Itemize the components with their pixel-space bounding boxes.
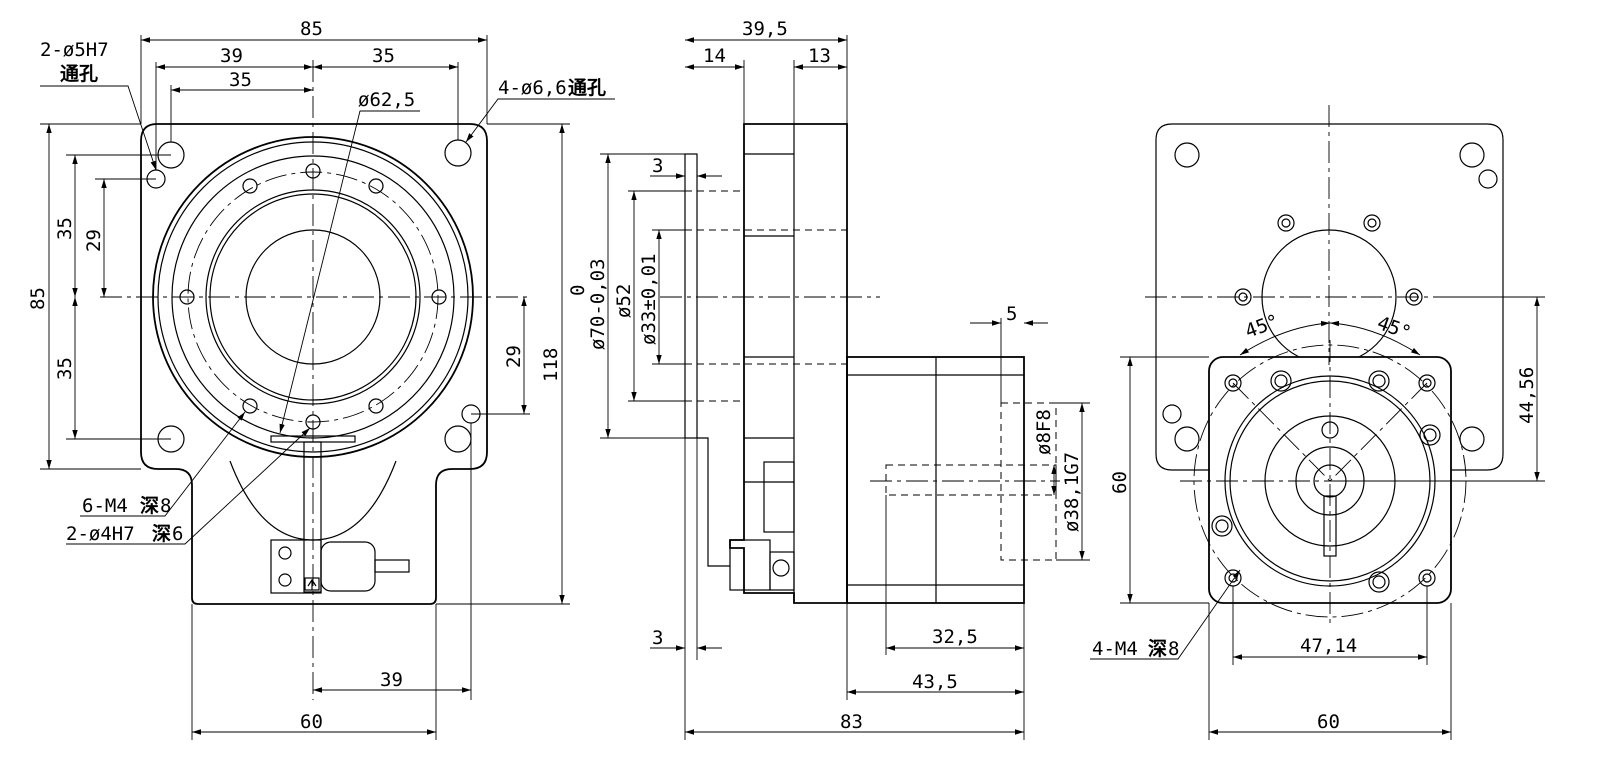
label-through-hole-1: 通孔 bbox=[60, 63, 98, 85]
label-6-m4: 6-M4 bbox=[82, 495, 128, 517]
label-deep-3: 深 bbox=[1148, 637, 1167, 660]
label-4-d6-6: 4-ø6,6 bbox=[498, 77, 567, 99]
dim-39-5: 39,5 bbox=[742, 18, 788, 40]
dim-85-left: 85 bbox=[27, 287, 49, 310]
dim-39-bottom: 39 bbox=[380, 669, 403, 691]
label-d62-5: ø62,5 bbox=[358, 89, 415, 111]
dim-14: 14 bbox=[703, 45, 726, 67]
dim-35-left-upper: 35 bbox=[54, 217, 76, 240]
label-6-m4-depth: 8 bbox=[160, 495, 171, 517]
dim-3-top: 3 bbox=[652, 155, 663, 177]
dim-tol-zero: 0 bbox=[567, 285, 589, 296]
dim-60-bottom: 60 bbox=[300, 711, 323, 733]
dim-d33: ø33±0,01 bbox=[638, 253, 660, 345]
dim-118: 118 bbox=[540, 348, 562, 382]
front-body-outline bbox=[140, 123, 488, 605]
label-2-d4h7: 2-ø4H7 bbox=[66, 523, 135, 545]
rear-view: 45° 45° 44,56 60 4-M4 深 8 47,14 60 bbox=[1090, 105, 1545, 740]
dim-44-56: 44,56 bbox=[1516, 367, 1538, 424]
dim-47-14: 47,14 bbox=[1300, 635, 1357, 657]
dim-d52: ø52 bbox=[613, 284, 635, 318]
label-deep-2: 深 bbox=[152, 522, 171, 545]
label-4-m4: 4-M4 bbox=[1092, 638, 1138, 660]
side-view: 39,5 14 13 3 0 ø70-0,03 ø52 ø33±0,01 5 ø… bbox=[567, 18, 1090, 740]
dim-60-horizontal: 60 bbox=[1317, 711, 1340, 733]
dim-39-top: 39 bbox=[220, 45, 243, 67]
dim-43-5: 43,5 bbox=[912, 671, 958, 693]
dim-d8f8: ø8F8 bbox=[1033, 409, 1055, 455]
dim-29-right: 29 bbox=[503, 345, 525, 368]
dim-35-top-inner: 35 bbox=[229, 69, 252, 91]
dim-d70: ø70-0,03 bbox=[587, 258, 609, 350]
dim-35-top-right: 35 bbox=[372, 45, 395, 67]
dim-d38-1g7: ø38,1G7 bbox=[1061, 452, 1083, 532]
label-through-hole-2: 通孔 bbox=[568, 77, 606, 99]
label-4-m4-depth: 8 bbox=[1168, 638, 1179, 660]
label-2-d4h7-depth: 6 bbox=[172, 523, 183, 545]
dim-83: 83 bbox=[840, 711, 863, 733]
label-deep-1: 深 bbox=[140, 494, 159, 517]
dim-29-left: 29 bbox=[83, 229, 105, 252]
dim-32-5: 32,5 bbox=[932, 626, 978, 648]
label-2-d5h7: 2-ø5H7 bbox=[40, 39, 109, 61]
dim-13: 13 bbox=[808, 45, 831, 67]
dim-60-vertical: 60 bbox=[1109, 471, 1131, 494]
dim-5: 5 bbox=[1006, 303, 1017, 325]
front-view: 85 39 35 35 2-ø5H7 通孔 4-ø6,6 通孔 ø62,5 85… bbox=[27, 18, 615, 740]
dim-3-bottom: 3 bbox=[652, 627, 663, 649]
dim-35-left-lower: 35 bbox=[54, 357, 76, 380]
dim-85-top: 85 bbox=[300, 18, 323, 40]
